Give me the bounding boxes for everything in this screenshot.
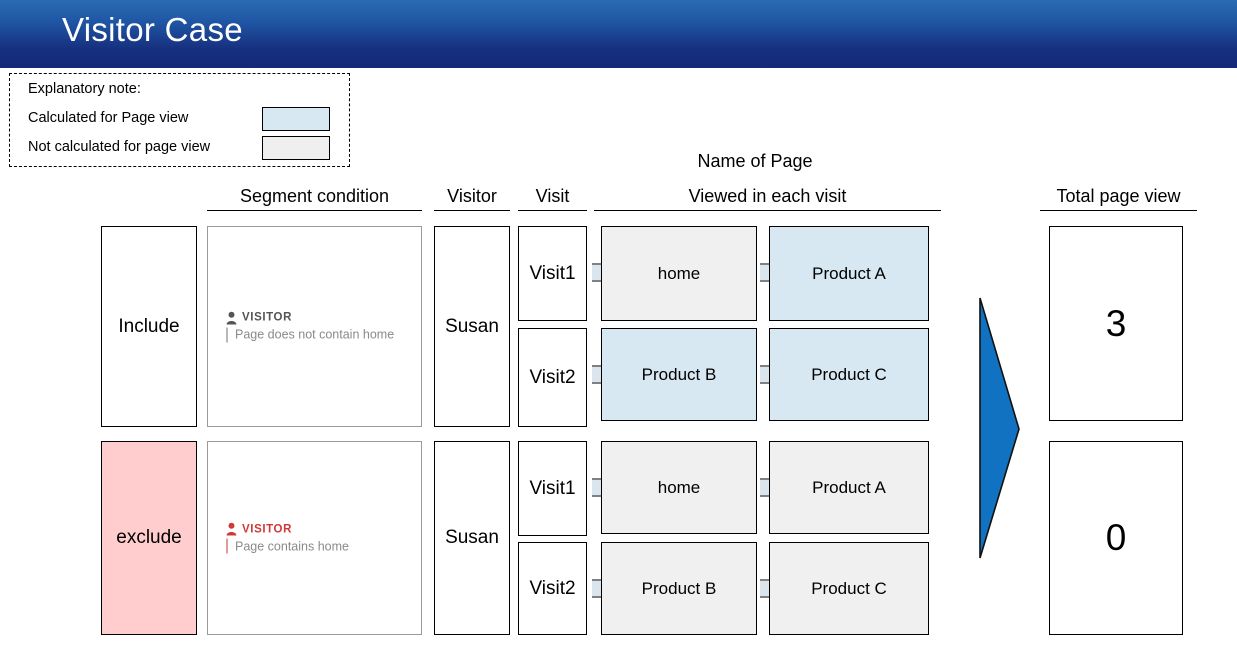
segment-condition-cell-row2: VISITOR Page contains home bbox=[207, 441, 422, 635]
flow-arrow-icon bbox=[978, 296, 1020, 560]
page-box-row1-visit2-page2: Product C bbox=[769, 328, 929, 421]
page-box-row1-visit1-page1: home bbox=[601, 226, 757, 321]
page-box-row2-visit1-page2: Product A bbox=[769, 441, 929, 534]
visitor-cell-row2: Susan bbox=[434, 441, 510, 635]
legend-label-calculated: Calculated for Page view bbox=[28, 110, 189, 126]
segment-type-label-row1: VISITOR bbox=[242, 311, 292, 324]
legend-swatch-not-calculated bbox=[262, 136, 330, 160]
legend-swatch-calculated bbox=[262, 107, 330, 131]
total-page-view-row1: 3 bbox=[1049, 226, 1183, 421]
segment-condition-row1: Page does not contain home bbox=[226, 327, 416, 342]
column-header-viewed-in-each-visit: Viewed in each visit bbox=[594, 186, 941, 211]
visit-cell-row1-visit1: Visit1 bbox=[518, 226, 587, 321]
column-header-visitor: Visitor bbox=[434, 186, 510, 211]
visit-cell-row2-visit2: Visit2 bbox=[518, 542, 587, 635]
segment-type-row1: VISITOR bbox=[226, 311, 416, 324]
segment-condition-cell-row1: VISITOR Page does not contain home bbox=[207, 226, 422, 427]
column-header-segment-condition: Segment condition bbox=[207, 186, 422, 211]
legend-box: Explanatory note: Calculated for Page vi… bbox=[9, 73, 350, 167]
segment-condition-label-row2: Page contains home bbox=[235, 539, 349, 553]
segment-condition-label-row1: Page does not contain home bbox=[235, 327, 395, 342]
person-icon bbox=[226, 522, 237, 536]
page-title: Visitor Case bbox=[62, 11, 243, 48]
bar-icon bbox=[226, 538, 228, 554]
person-icon bbox=[226, 311, 237, 324]
table-row-mode-include: Include bbox=[101, 226, 197, 427]
page-box-row2-visit2-page1: Product B bbox=[601, 542, 757, 635]
column-header-visit: Visit bbox=[518, 186, 587, 211]
visit-cell-row1-visit2: Visit2 bbox=[518, 328, 587, 427]
header-banner: Visitor Case bbox=[0, 0, 1237, 68]
column-header-total-page-view: Total page view bbox=[1040, 186, 1197, 211]
legend-title: Explanatory note: bbox=[28, 81, 141, 97]
page-box-row1-visit2-page1: Product B bbox=[601, 328, 757, 421]
page-box-row2-visit2-page2: Product C bbox=[769, 542, 929, 635]
table-row-mode-exclude: exclude bbox=[101, 441, 197, 635]
segment-type-row2: VISITOR bbox=[226, 522, 416, 536]
bar-icon bbox=[226, 327, 228, 342]
legend-label-not-calculated: Not calculated for page view bbox=[28, 139, 211, 155]
group-header-name-of-page: Name of Page bbox=[697, 151, 813, 171]
page-box-row1-visit1-page2: Product A bbox=[769, 226, 929, 321]
segment-type-label-row2: VISITOR bbox=[242, 523, 292, 535]
page-box-row2-visit1-page1: home bbox=[601, 441, 757, 534]
visit-cell-row2-visit1: Visit1 bbox=[518, 441, 587, 536]
total-page-view-row2: 0 bbox=[1049, 441, 1183, 635]
visitor-cell-row1: Susan bbox=[434, 226, 510, 427]
segment-condition-row2: Page contains home bbox=[226, 538, 416, 554]
